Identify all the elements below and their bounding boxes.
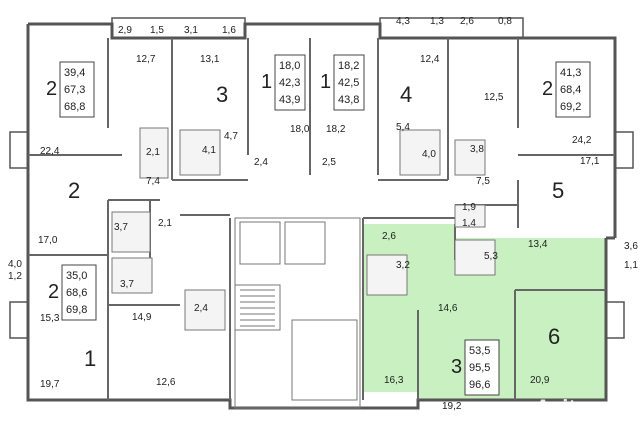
apartment-full-area: 96,6 <box>469 379 490 391</box>
apartment-total-area: 42,3 <box>279 77 300 89</box>
room-area-label: 1,9 <box>462 202 476 213</box>
apartment-number: 1 <box>84 346 96 371</box>
bathrooms <box>111 127 496 331</box>
watermark-logo: Avito <box>535 395 589 420</box>
room-area-label: 18,2 <box>326 124 346 135</box>
apartment-number: 6 <box>548 324 560 349</box>
room-area-label: 3,8 <box>470 144 484 155</box>
room-area-label: 19,2 <box>442 401 462 412</box>
apartment-total-area: 42,5 <box>338 77 359 89</box>
apartment-total-area: 68,4 <box>560 84 581 96</box>
room-area-label: 1,1 <box>624 260 638 271</box>
apartment-living-area: 41,3 <box>560 67 581 79</box>
room-area-label: 4,7 <box>224 131 238 142</box>
room-area-label: 3,1 <box>184 25 198 36</box>
apartment-total-area: 95,5 <box>469 362 490 374</box>
apartment-living-area: 39,4 <box>64 67 85 79</box>
apartment-room-count: 1 <box>320 71 331 93</box>
room-area-label: 1,2 <box>8 271 22 282</box>
room-area-label: 24,2 <box>572 135 592 146</box>
room-area-label: 1,5 <box>150 25 164 36</box>
room-area-label: 19,7 <box>40 379 60 390</box>
apartment-full-area: 69,8 <box>66 304 87 316</box>
apartment-living-area: 35,0 <box>66 270 87 282</box>
apartment-room-count: 2 <box>48 281 59 303</box>
apartment-room-count: 2 <box>46 78 57 100</box>
apartment-room-count: 1 <box>261 71 272 93</box>
room-area-label: 1,3 <box>430 16 444 27</box>
room-area-label: 4,0 <box>422 149 436 160</box>
apartment-info-boxes <box>59 54 591 396</box>
apartment-labels: 1 2 2 39,4 67,3 68,8 3 1 18,0 42,3 43,9 4 1 18,2 42,5 4… <box>46 60 581 391</box>
room-area-label: 2,4 <box>254 157 268 168</box>
room-area-label: 2,6 <box>382 231 396 242</box>
apartment-total-area: 67,3 <box>64 84 85 96</box>
room-area-label: 7,4 <box>146 176 160 187</box>
apartment-full-area: 69,2 <box>560 101 581 113</box>
apartment-number: 3 <box>216 82 228 107</box>
stair-core <box>234 217 361 409</box>
room-area-label: 4,0 <box>8 259 22 270</box>
apartment-living-area: 18,2 <box>338 60 359 72</box>
room-area-label: 16,3 <box>384 375 404 386</box>
room-area-label: 13,4 <box>528 239 548 250</box>
room-area-label: 2,6 <box>460 16 474 27</box>
apartment-number: 4 <box>400 82 412 107</box>
room-area-label: 1,6 <box>222 25 236 36</box>
room-area-label: 2,4 <box>194 303 208 314</box>
room-area-label: 0,8 <box>498 16 512 27</box>
apartment-full-area: 43,8 <box>338 94 359 106</box>
room-area-label: 3,7 <box>120 279 134 290</box>
room-area-label: 7,5 <box>476 176 490 187</box>
apartment-full-area: 43,9 <box>279 94 300 106</box>
room-area-label: 5,3 <box>484 251 498 262</box>
room-area-label: 14,6 <box>438 303 458 314</box>
room-area-label: 13,1 <box>200 54 220 65</box>
apartment-6-highlight[interactable] <box>363 224 606 400</box>
room-area-label: 20,9 <box>530 375 550 386</box>
room-area-label: 2,9 <box>118 25 132 36</box>
room-area-label: 14,9 <box>132 312 152 323</box>
room-area-label: 3,6 <box>624 241 638 252</box>
room-area-label: 17,0 <box>38 235 58 246</box>
room-area-label: 2,5 <box>322 157 336 168</box>
room-area-label: 2,1 <box>158 218 172 229</box>
room-area-label: 1,4 <box>462 218 476 229</box>
apartment-full-area: 68,8 <box>64 101 85 113</box>
room-area-label: 3,2 <box>396 260 410 271</box>
room-area-label: 12,7 <box>136 54 156 65</box>
room-area-label: 5,4 <box>396 122 410 133</box>
room-area-label: 3,7 <box>114 222 128 233</box>
apartment-number: 2 <box>68 178 80 203</box>
room-area-label: 12,5 <box>484 92 504 103</box>
room-area-label: 4,1 <box>202 145 216 156</box>
room-area-label: 2,1 <box>146 147 160 158</box>
apartment-living-area: 18,0 <box>279 60 300 72</box>
room-area-label: 18,0 <box>290 124 310 135</box>
room-area-label: 12,4 <box>420 54 440 65</box>
apartment-total-area: 68,6 <box>66 287 87 299</box>
apartment-room-count: 3 <box>451 356 462 378</box>
apartment-living-area: 53,5 <box>469 345 490 357</box>
room-area-label: 17,1 <box>580 156 600 167</box>
balconies <box>9 17 634 339</box>
apartment-room-count: 2 <box>542 78 553 100</box>
room-area-label: 22,4 <box>40 146 60 157</box>
apartment-number: 5 <box>552 178 564 203</box>
room-area-label: 4,3 <box>396 16 410 27</box>
room-area-label: 15,3 <box>40 313 60 324</box>
room-area-label: 12,6 <box>156 377 176 388</box>
